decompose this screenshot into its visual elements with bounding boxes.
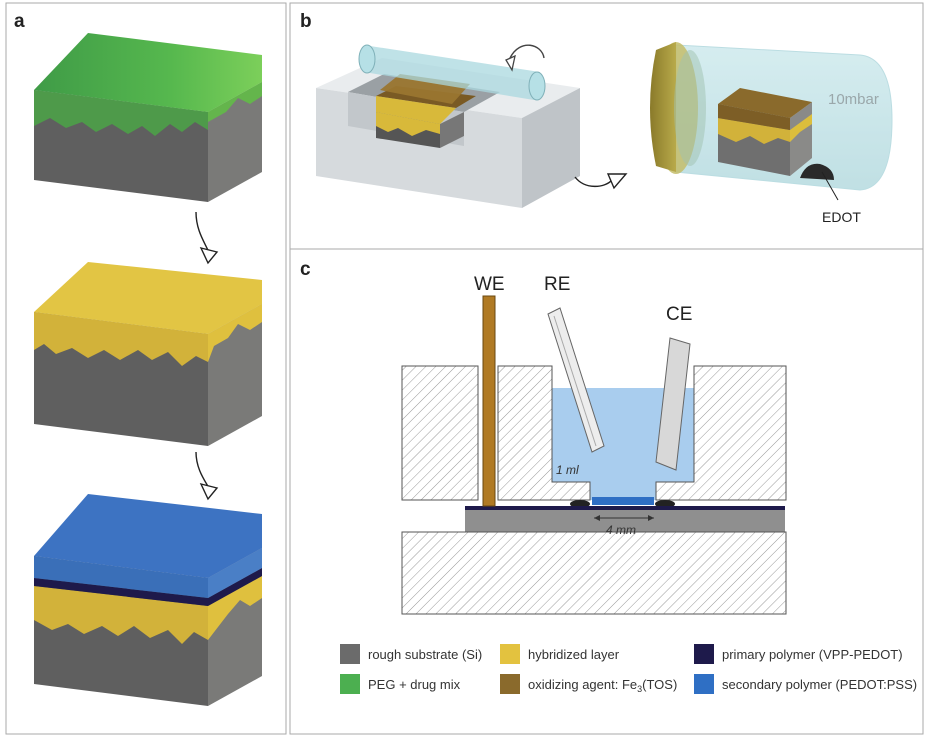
legend-item-primary-polymer: primary polymer (VPP-PEDOT): [694, 644, 903, 664]
legend-item-peg: PEG + drug mix: [340, 674, 461, 694]
svg-text:secondary polymer (PEDOT:PSS): secondary polymer (PEDOT:PSS): [722, 677, 917, 692]
svg-text:rough substrate (Si): rough substrate (Si): [368, 647, 482, 662]
rotate-arrow: [505, 44, 545, 72]
svg-text:hybridized layer: hybridized layer: [528, 647, 620, 662]
arrow-a1: [195, 211, 219, 265]
legend: rough substrate (Si) hybridized layer pr…: [340, 644, 917, 694]
glass-roller: [358, 44, 546, 101]
panel-frames: [5, 2, 924, 735]
transfer-arrow: [574, 173, 628, 190]
panel-letter-a: a: [14, 11, 25, 32]
legend-item-secondary-polymer: secondary polymer (PEDOT:PSS): [694, 674, 917, 694]
edot-label: EDOT: [822, 209, 861, 225]
edot-droplet: [800, 163, 839, 201]
cube-hybridized: [34, 262, 262, 446]
ce-label: CE: [666, 304, 692, 325]
legend-item-substrate: rough substrate (Si): [340, 644, 482, 664]
arrow-a2: [195, 451, 219, 501]
electrochemical-cell: [401, 295, 787, 615]
panel-letter-c: c: [300, 259, 311, 280]
volume-label: 1 ml: [556, 463, 579, 477]
svg-text:PEG + drug mix: PEG + drug mix: [368, 677, 461, 692]
panel-letter-b: b: [300, 11, 312, 32]
svg-text:primary polymer (VPP-PEDOT): primary polymer (VPP-PEDOT): [722, 647, 903, 662]
we-label: WE: [474, 274, 505, 295]
legend-item-hybridized: hybridized layer: [500, 644, 620, 664]
re-label: RE: [544, 274, 570, 295]
legend-item-oxidizing-agent: oxidizing agent: Fe3(TOS): [500, 674, 677, 694]
sample-cube-b: [718, 88, 812, 176]
svg-text:oxidizing agent: Fe3(TOS): oxidizing agent: Fe3(TOS): [528, 677, 677, 694]
pressure-label: 10mbar: [828, 91, 879, 108]
cube-pedot: [34, 494, 262, 706]
coating-fixture: [316, 58, 580, 208]
cube-peg: [34, 33, 262, 202]
width-label: 4 mm: [606, 523, 636, 537]
